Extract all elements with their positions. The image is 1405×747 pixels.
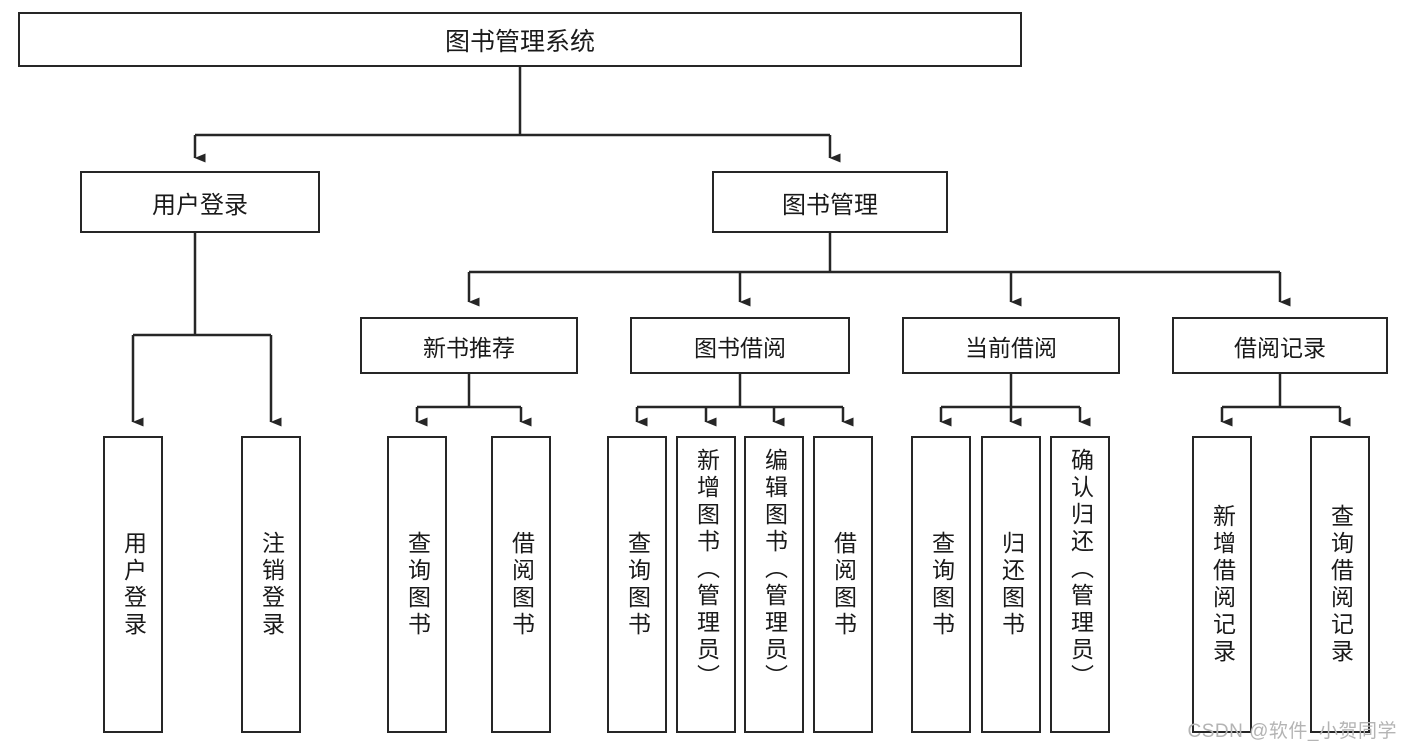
csdn-watermark: CSDN @软件_小贺同学 xyxy=(1187,721,1397,742)
leaf-add-book-admin[interactable]: 新增图书（管理员） xyxy=(676,436,736,733)
leaf-return-book[interactable]: 归还图书 xyxy=(981,436,1041,733)
leaf-borrow-book[interactable]: 借阅图书 xyxy=(813,436,873,733)
leaf-add-book-admin-label: 新增图书（管理员） xyxy=(693,448,720,691)
node-root-library-system[interactable]: 图书管理系统 xyxy=(18,12,1022,67)
node-borrow-record-label: 借阅记录 xyxy=(1234,334,1326,361)
node-root-label: 图书管理系统 xyxy=(444,27,595,56)
node-new-book-recommend-label: 新书推荐 xyxy=(423,334,515,361)
node-new-book-recommend[interactable]: 新书推荐 xyxy=(360,317,578,374)
leaf-confirm-return-admin[interactable]: 确认归还（管理员） xyxy=(1050,436,1110,733)
node-book-management[interactable]: 图书管理 xyxy=(712,171,948,233)
leaf-user-login[interactable]: 用户登录 xyxy=(103,436,163,733)
leaf-return-book-label: 归还图书 xyxy=(998,530,1025,639)
node-borrow-record[interactable]: 借阅记录 xyxy=(1172,317,1388,374)
node-book-management-label: 图书管理 xyxy=(782,191,878,219)
leaf-logout-login[interactable]: 注销登录 xyxy=(241,436,301,733)
leaf-confirm-return-admin-label: 确认归还（管理员） xyxy=(1067,448,1094,691)
node-user-login-label: 用户登录 xyxy=(152,191,248,219)
leaf-recommend-borrow-book[interactable]: 借阅图书 xyxy=(491,436,551,733)
leaf-query-borrow-record[interactable]: 查询借阅记录 xyxy=(1310,436,1370,733)
leaf-current-query-book-label: 查询图书 xyxy=(928,530,955,639)
node-current-borrow[interactable]: 当前借阅 xyxy=(902,317,1120,374)
node-book-borrow[interactable]: 图书借阅 xyxy=(630,317,850,374)
node-user-login[interactable]: 用户登录 xyxy=(80,171,320,233)
leaf-add-borrow-record-label: 新增借阅记录 xyxy=(1209,503,1236,666)
leaf-logout-login-label: 注销登录 xyxy=(258,530,285,639)
leaf-edit-book-admin[interactable]: 编辑图书（管理员） xyxy=(744,436,804,733)
node-book-borrow-label: 图书借阅 xyxy=(694,334,786,361)
leaf-recommend-borrow-book-label: 借阅图书 xyxy=(508,530,535,639)
leaf-borrow-book-label: 借阅图书 xyxy=(830,530,857,639)
leaf-edit-book-admin-label: 编辑图书（管理员） xyxy=(761,448,788,691)
leaf-borrow-query-book[interactable]: 查询图书 xyxy=(607,436,667,733)
leaf-recommend-query-book[interactable]: 查询图书 xyxy=(387,436,447,733)
leaf-recommend-query-book-label: 查询图书 xyxy=(404,530,431,639)
leaf-user-login-label: 用户登录 xyxy=(120,530,147,639)
leaf-current-query-book[interactable]: 查询图书 xyxy=(911,436,971,733)
leaf-query-borrow-record-label: 查询借阅记录 xyxy=(1327,503,1354,666)
leaf-add-borrow-record[interactable]: 新增借阅记录 xyxy=(1192,436,1252,733)
node-current-borrow-label: 当前借阅 xyxy=(965,334,1057,361)
leaf-borrow-query-book-label: 查询图书 xyxy=(624,530,651,639)
